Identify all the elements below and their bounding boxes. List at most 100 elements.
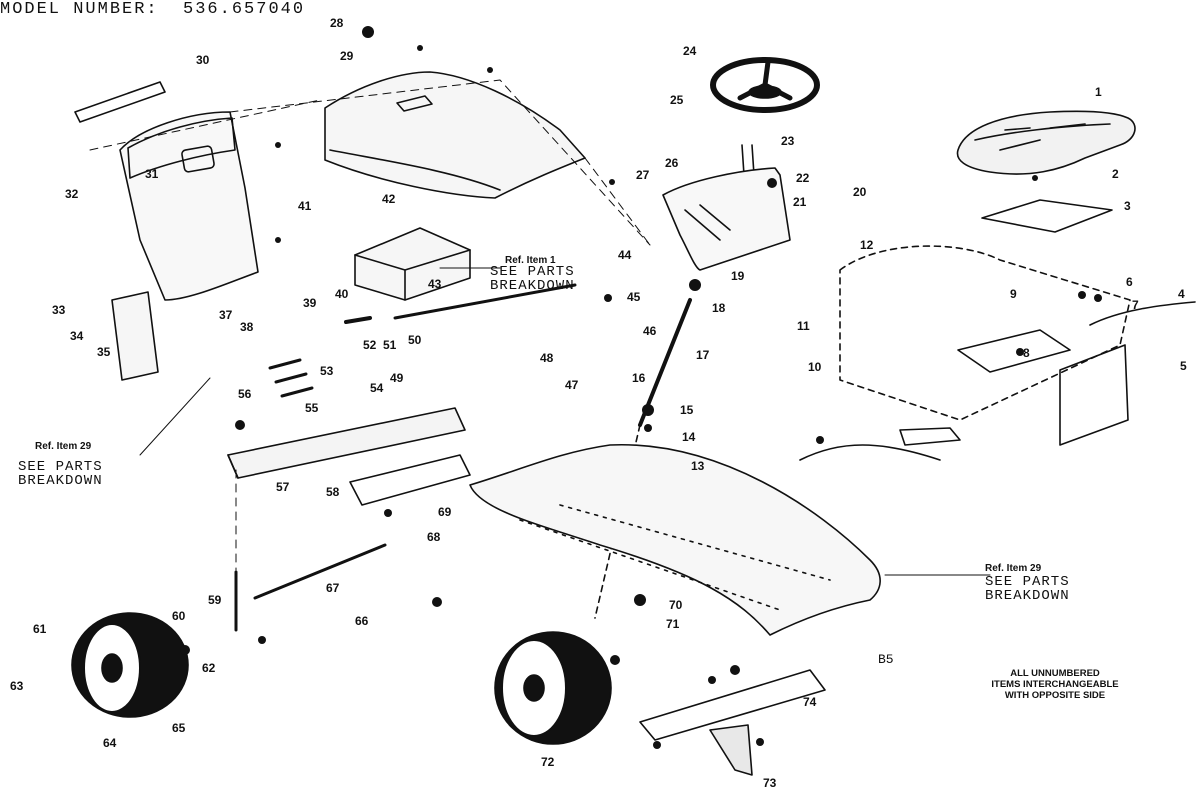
callout-35: 35 [97,345,111,359]
ref-label-left: Ref. Item 29 [35,441,92,452]
callout-26: 26 [665,156,679,170]
callout-48: 48 [540,351,554,365]
drag-link-part [393,283,577,320]
front-wheel-left [71,612,189,718]
callout-13: 13 [691,459,705,473]
hood-part [324,71,586,199]
callout-24: 24 [683,44,697,58]
callout-28: 28 [330,16,344,30]
frame-part [469,444,881,636]
callout-15: 15 [680,403,694,417]
callout-20: 20 [853,185,867,199]
callout-10: 10 [808,360,822,374]
model-number: 536.657040 [183,0,306,19]
callout-61: 61 [33,622,47,636]
callout-67: 67 [326,581,340,595]
callout-4: 4 [1178,287,1185,301]
callout-34: 34 [70,329,84,343]
callout-54: 54 [370,381,384,395]
callout-5: 5 [1180,359,1187,373]
callout-74: 74 [803,695,817,709]
callout-42: 42 [382,192,396,206]
front-axle-part [227,407,466,479]
callout-38: 38 [240,320,254,334]
callout-44: 44 [618,248,632,262]
battery-part [354,227,471,301]
callout-55: 55 [305,401,319,415]
callout-37: 37 [219,308,233,322]
callout-7: 7 [1132,298,1139,312]
hardware [180,26,1102,749]
steering-wheel-part [710,57,820,113]
callout-53: 53 [320,364,334,378]
callout-45: 45 [627,290,641,304]
dash-panel-part [662,167,791,271]
callout-12: 12 [860,238,874,252]
callout-71: 71 [666,617,680,631]
front-wheel-right [494,631,612,745]
callout-46: 46 [643,324,657,338]
interchangeable-note: ALL UNNUMBERED ITEMS INTERCHANGEABLE WIT… [955,668,1155,701]
callout-14: 14 [682,430,696,444]
callout-63: 63 [10,679,24,693]
callout-9: 9 [1010,287,1017,301]
grille-part [119,111,259,301]
callout-39: 39 [303,296,317,310]
callout-32: 32 [65,187,79,201]
axle-bracket-part [349,454,471,506]
callout-49: 49 [390,371,404,385]
callout-30: 30 [196,53,210,67]
callout-47: 47 [565,378,579,392]
callout-numbers: 1234567891011121314151617181920212223242… [10,16,1187,790]
callout-11: 11 [797,319,810,333]
note-line-2: ITEMS INTERCHANGEABLE [991,679,1119,690]
callout-3: 3 [1124,199,1131,213]
callout-52: 52 [363,338,377,352]
callout-29: 29 [340,49,354,63]
callout-22: 22 [796,171,810,185]
callout-68: 68 [427,530,441,544]
model-number-line: MODEL NUMBER: 536.657040 [0,0,305,19]
callout-1: 1 [1095,85,1102,99]
callout-70: 70 [669,598,683,612]
bracket-part [111,291,159,381]
see-breakdown-right: SEE PARTS BREAKDOWN [985,574,1070,604]
ref-label-right: Ref. Item 29 [985,563,1042,574]
callout-19: 19 [731,269,745,283]
callout-56: 56 [238,387,252,401]
callout-50: 50 [408,333,422,347]
callout-66: 66 [355,614,369,628]
callout-51: 51 [383,338,397,352]
callout-40: 40 [335,287,349,301]
callout-23: 23 [781,134,795,148]
callout-25: 25 [670,93,684,107]
callout-17: 17 [696,348,710,362]
callout-21: 21 [793,195,807,209]
note-line-3: WITH OPPOSITE SIDE [1004,690,1106,701]
model-number-label: MODEL NUMBER: [0,0,159,19]
callout-8: 8 [1023,346,1030,360]
callout-43: 43 [428,277,442,291]
drawing-code: B5 [878,652,894,667]
seat-plate-part [981,199,1113,233]
callout-41: 41 [298,199,312,213]
emblem-strip-part [74,81,166,123]
seat-part [956,110,1136,175]
callout-59: 59 [208,593,222,607]
callout-62: 62 [202,661,216,675]
rear-fender-part [839,245,1131,446]
callout-60: 60 [172,609,186,623]
hitch-part [709,724,753,776]
callout-69: 69 [438,505,452,519]
callout-27: 27 [636,168,650,182]
callout-31: 31 [145,167,159,181]
callout-64: 64 [103,736,117,750]
callout-65: 65 [172,721,186,735]
note-line-1: ALL UNNUMBERED [1010,668,1100,679]
callout-57: 57 [276,480,290,494]
see-breakdown-center: SEE PARTS BREAKDOWN [490,264,575,294]
callout-16: 16 [632,371,646,385]
ref-label-center: Ref. Item 1 [505,255,556,266]
callout-58: 58 [326,485,340,499]
